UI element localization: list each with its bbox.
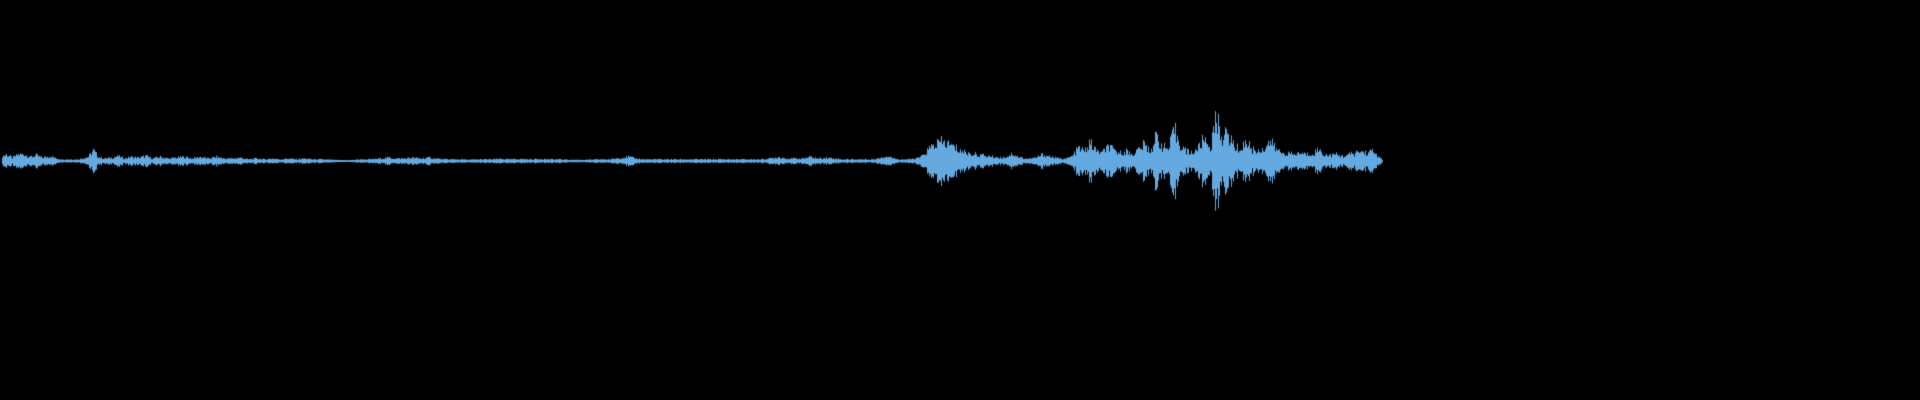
audio-waveform[interactable]	[0, 0, 1920, 400]
waveform-stage	[0, 0, 1920, 400]
